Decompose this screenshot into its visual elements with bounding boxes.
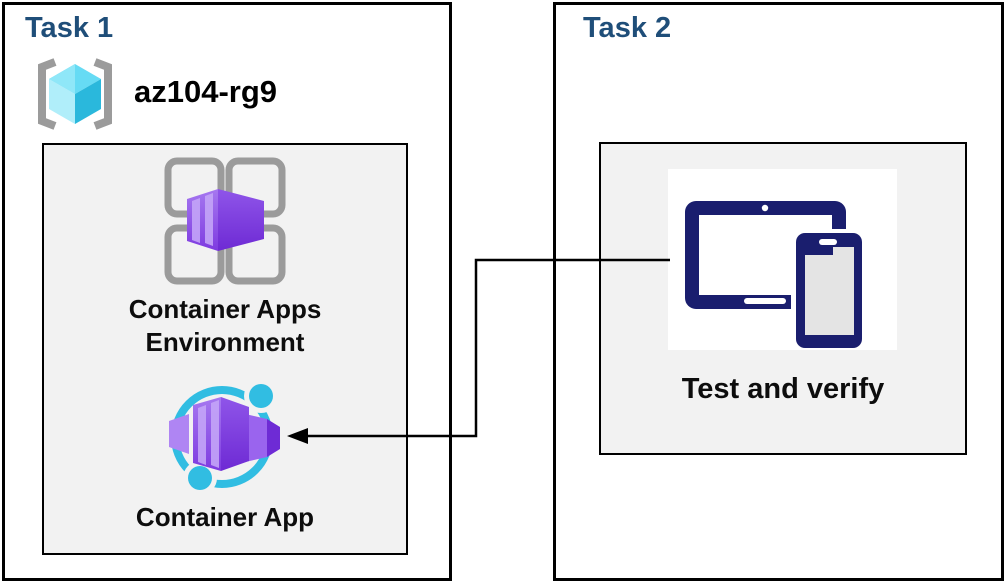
- test-and-verify-label: Test and verify: [681, 373, 885, 405]
- tablet-camera-dot: [761, 204, 769, 212]
- container-app-label: Container App: [135, 502, 315, 532]
- phone-screen: [805, 255, 854, 335]
- task2-title: Task 2: [583, 12, 672, 44]
- resource-group-name: az104-rg9: [134, 74, 278, 109]
- phone-speaker-slot: [819, 239, 837, 245]
- container-app-icon: [169, 379, 280, 495]
- resource-group-icon: [38, 58, 112, 130]
- task1-title: Task 1: [25, 12, 114, 44]
- cae-label-line1: Container Apps: [128, 294, 322, 324]
- tablet-and-phone-devices-icon: [668, 169, 897, 350]
- container-apps-environment-label: Container Apps Environment: [42, 293, 408, 359]
- container-apps-environment-icon: [164, 157, 286, 285]
- tablet-home-slot: [744, 298, 786, 304]
- cae-label-line2: Environment: [145, 327, 305, 357]
